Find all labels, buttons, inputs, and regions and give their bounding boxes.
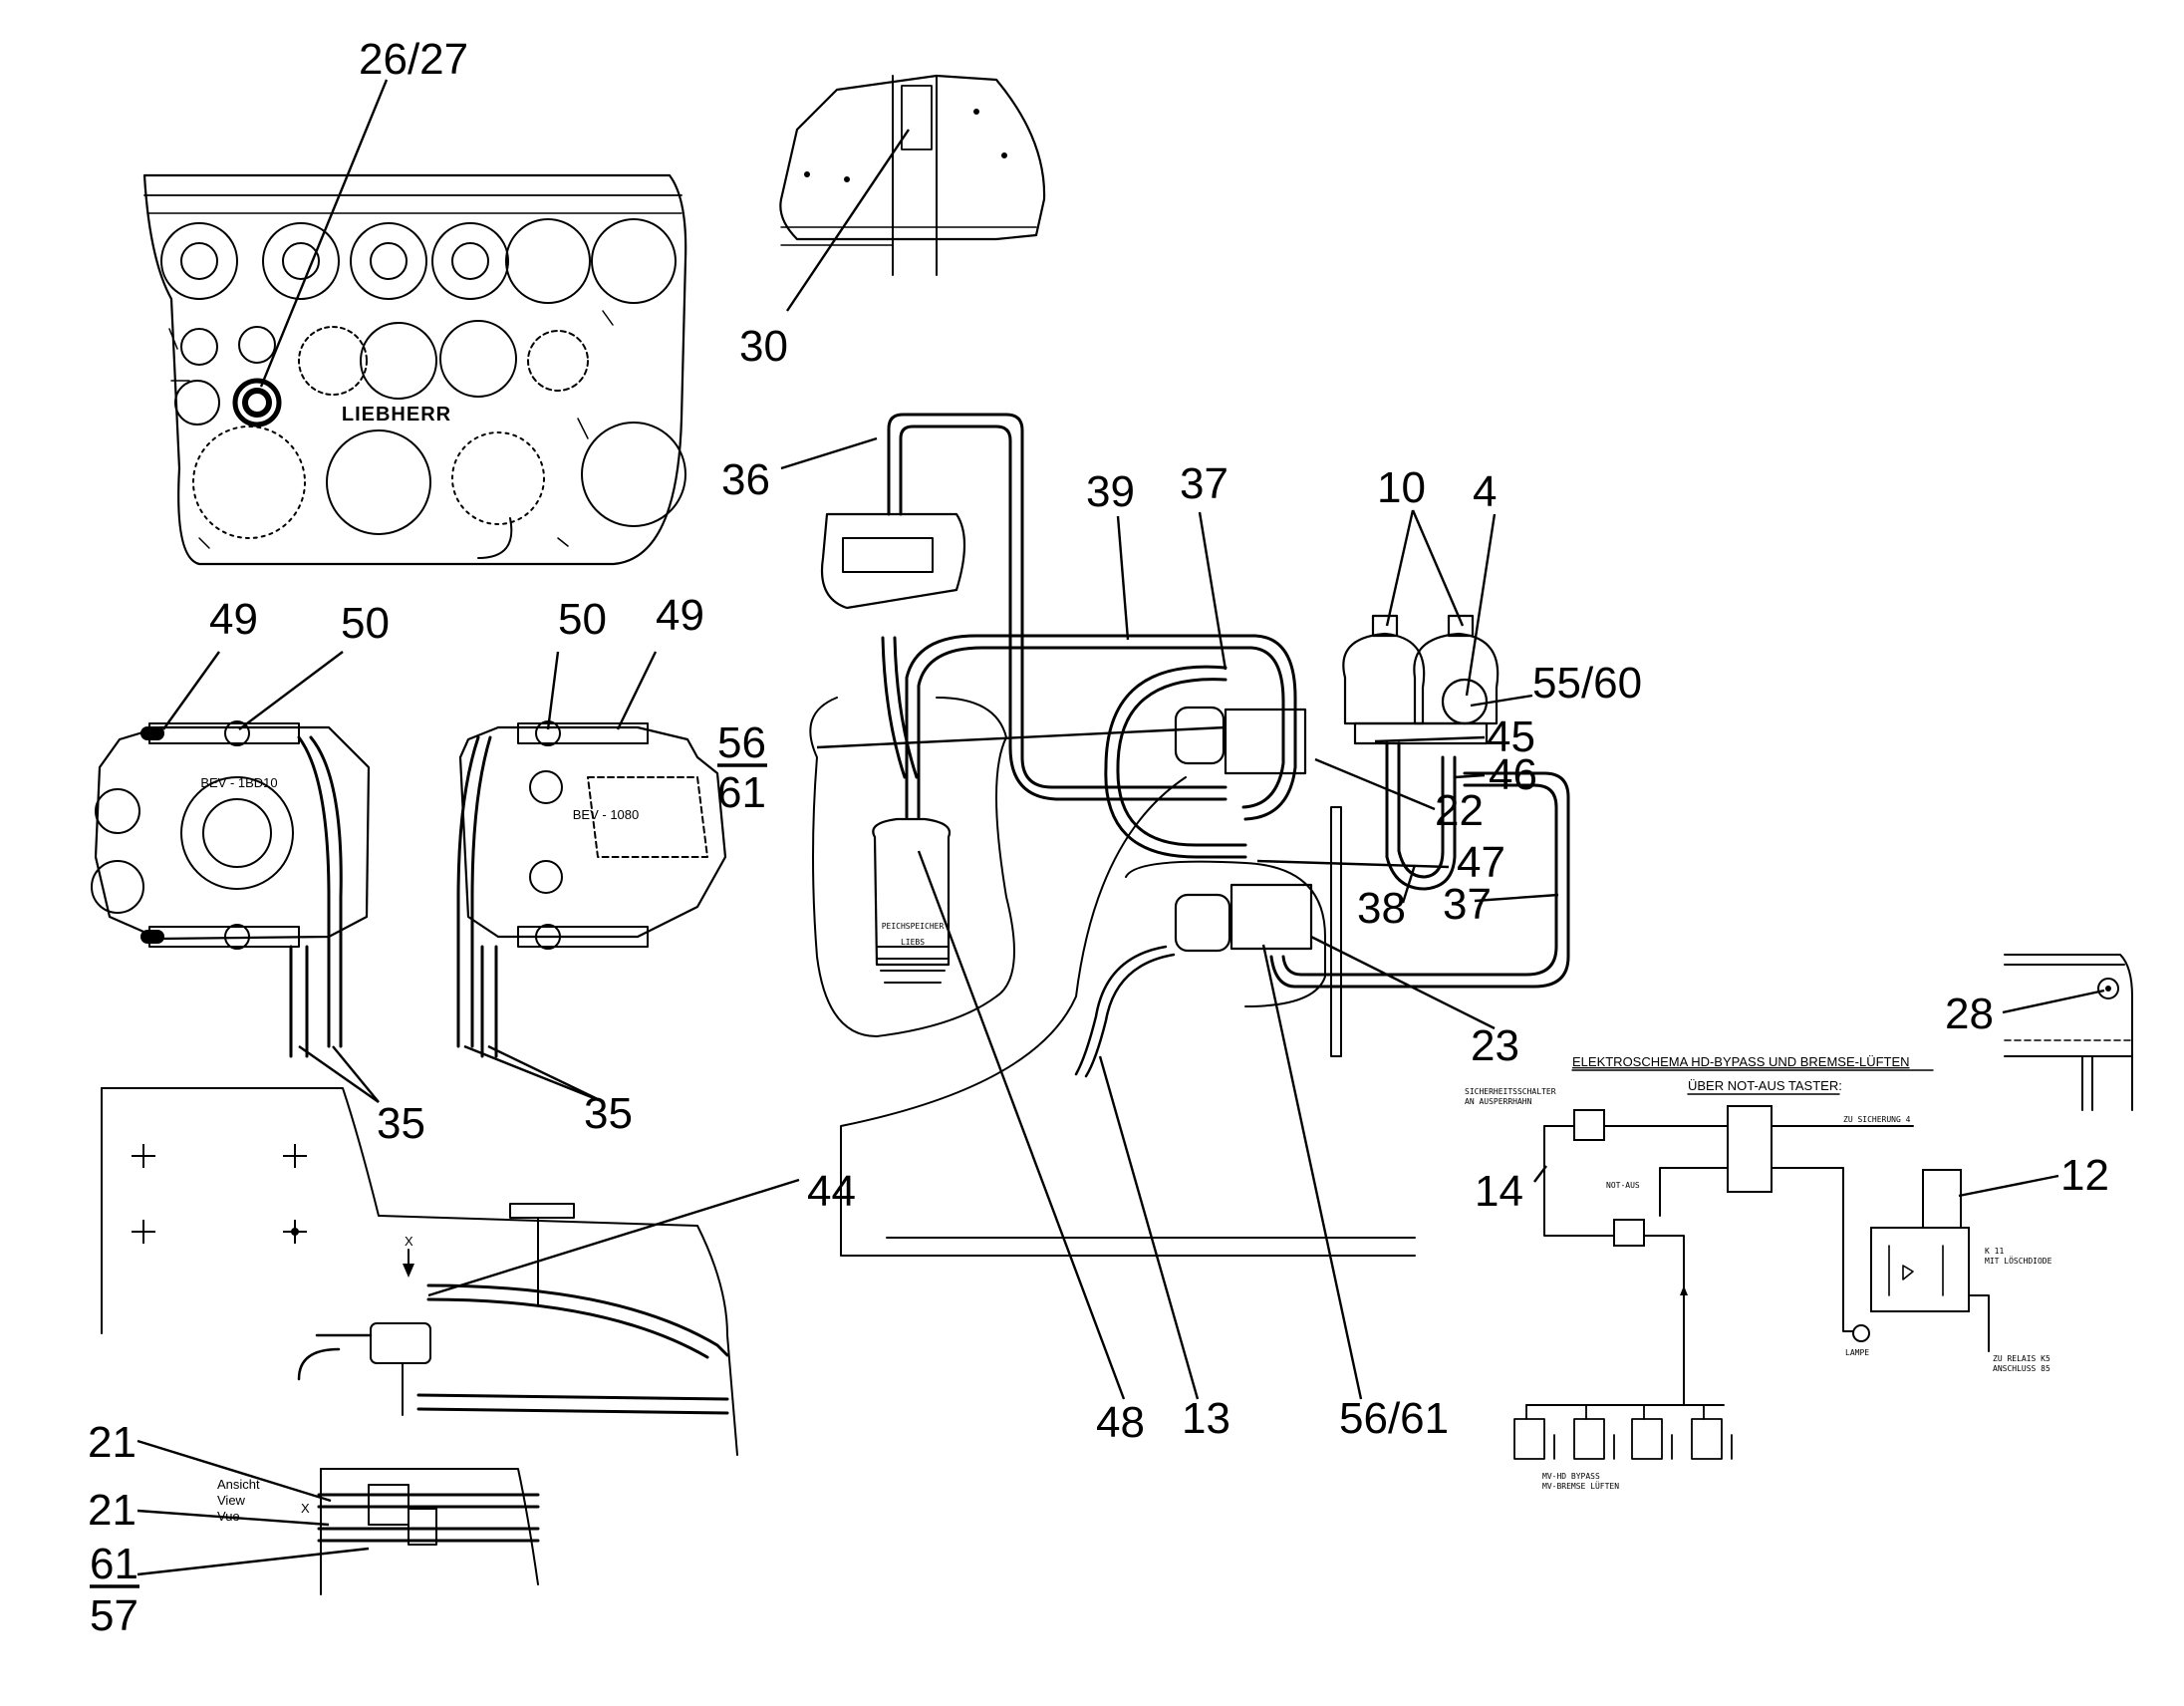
callout-35-left: 35 bbox=[377, 1099, 425, 1148]
callout-26-27: 26/27 bbox=[359, 35, 468, 84]
view-note-line1: Ansicht bbox=[217, 1477, 260, 1492]
instrument-panel: LIEBHERR bbox=[142, 173, 687, 566]
callout-38: 38 bbox=[1357, 884, 1406, 933]
callout-50-right: 50 bbox=[558, 595, 607, 644]
schematic-title: ELEKTROSCHEMA HD-BYPASS UND BREMSE-LÜFTE… bbox=[1572, 1054, 1910, 1069]
panel-brand-label: LIEBHERR bbox=[342, 404, 451, 426]
leader-lines bbox=[136, 79, 2105, 1576]
accumulator-label-2: LIEBS bbox=[901, 938, 925, 947]
callout-36: 36 bbox=[721, 455, 770, 504]
callout-28: 28 bbox=[1945, 990, 1994, 1038]
notaus-label: NOT-AUS bbox=[1606, 1181, 1640, 1190]
callout-44: 44 bbox=[807, 1167, 856, 1216]
hydraulic-lines: PEICHSPEICHER LIEBS bbox=[809, 413, 1570, 1257]
left-pump-label: BEV - 1BD10 bbox=[200, 775, 277, 790]
callout-47: 47 bbox=[1457, 838, 1505, 887]
corner-detail bbox=[2004, 954, 2133, 1111]
frame-detail: X bbox=[101, 1087, 738, 1456]
callout-61-numerator: 61 bbox=[90, 1540, 138, 1588]
callout-37-top: 37 bbox=[1180, 459, 1228, 508]
callout-45: 45 bbox=[1487, 712, 1535, 761]
callout-48: 48 bbox=[1096, 1398, 1145, 1447]
valves-label-1: MV-HD BYPASS bbox=[1542, 1472, 1600, 1481]
callout-61-denominator: 61 bbox=[717, 768, 766, 817]
callout-35-right: 35 bbox=[584, 1089, 633, 1138]
right-pump-label: BEV - 1080 bbox=[573, 807, 640, 822]
callout-21-lower: 21 bbox=[88, 1486, 136, 1535]
callout-12: 12 bbox=[2060, 1151, 2109, 1200]
callout-50-left: 50 bbox=[341, 599, 390, 648]
callout-39: 39 bbox=[1086, 467, 1135, 516]
callout-49-left: 49 bbox=[209, 595, 258, 644]
valves-label-2: MV-BREMSE LÜFTEN bbox=[1542, 1481, 1619, 1491]
callout-56-numerator: 56 bbox=[717, 718, 766, 767]
callout-37-right: 37 bbox=[1443, 880, 1492, 929]
callout-23: 23 bbox=[1471, 1021, 1519, 1070]
view-note-line2: View bbox=[217, 1493, 246, 1508]
relay-label-1: K 11 bbox=[1985, 1247, 2004, 1256]
callout-21-upper: 21 bbox=[88, 1418, 136, 1467]
callout-55-60: 55/60 bbox=[1532, 659, 1642, 708]
view-x-detail: Ansicht View Vue X bbox=[217, 1468, 540, 1595]
callout-46: 46 bbox=[1489, 750, 1537, 799]
relay-label-2: MIT LÖSCHDIODE bbox=[1985, 1256, 2052, 1266]
lamp-label: LAMPE bbox=[1845, 1348, 1869, 1357]
callout-30: 30 bbox=[739, 322, 788, 371]
relay-conn-label-1: ZU RELAIS K5 bbox=[1993, 1354, 2050, 1363]
callout-49-right: 49 bbox=[656, 591, 704, 640]
view-arrow-x: X bbox=[405, 1234, 413, 1249]
callout-56-61: 56/61 bbox=[1339, 1394, 1449, 1443]
callout-labels: 26/27 30 36 39 37 10 4 55/60 49 50 50 49… bbox=[88, 35, 2109, 1640]
callout-57-denominator: 57 bbox=[90, 1591, 138, 1640]
pump-assemblies: BEV - 1BD10 BEV - 1080 bbox=[91, 720, 727, 1058]
view-note-marker: X bbox=[301, 1501, 310, 1516]
accumulator-label-1: PEICHSPEICHER bbox=[882, 922, 945, 931]
callout-10: 10 bbox=[1377, 463, 1426, 512]
fuse-label: ZU SICHERUNG 4 bbox=[1843, 1115, 1911, 1124]
safety-switch-label-2: AN AUSPERRHAHN bbox=[1465, 1097, 1532, 1106]
cab-side-detail bbox=[779, 74, 1046, 276]
callout-14: 14 bbox=[1475, 1167, 1523, 1216]
callout-4: 4 bbox=[1473, 467, 1497, 516]
callout-13: 13 bbox=[1182, 1394, 1230, 1443]
relay-conn-label-2: ANSCHLUSS 85 bbox=[1993, 1364, 2050, 1373]
safety-switch-label-1: SICHERHEITSSCHALTER bbox=[1465, 1087, 1556, 1096]
schematic-subtitle: ÜBER NOT-AUS TASTER: bbox=[1688, 1078, 1842, 1093]
callout-22: 22 bbox=[1435, 786, 1484, 835]
electrical-schematic: ELEKTROSCHEMA HD-BYPASS UND BREMSE-LÜFTE… bbox=[1465, 1054, 2052, 1491]
